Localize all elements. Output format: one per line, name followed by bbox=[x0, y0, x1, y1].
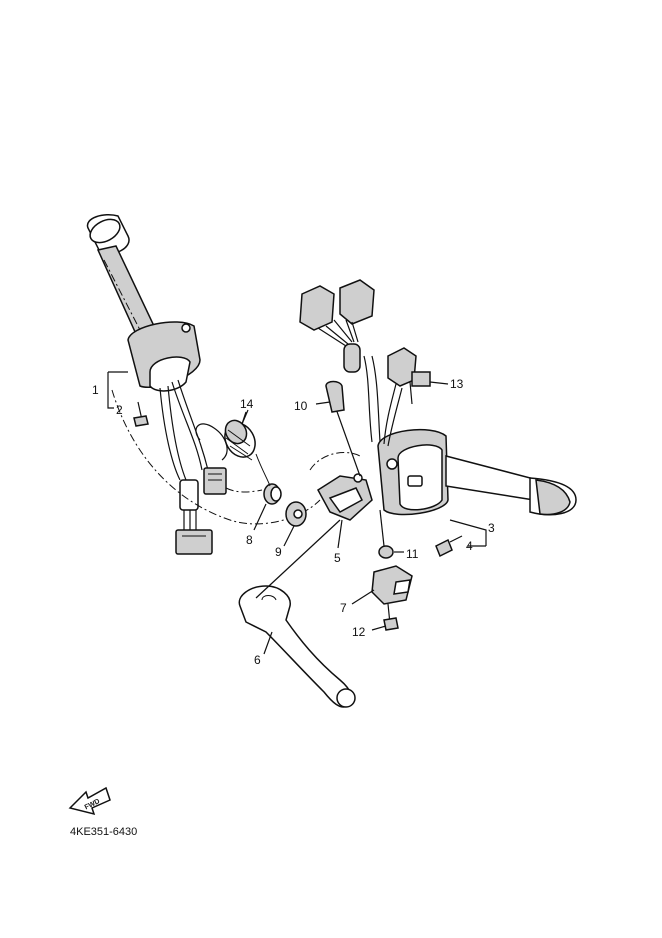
lever-bracket-5 bbox=[309, 380, 373, 521]
parts-8-9 bbox=[255, 453, 307, 527]
part-label-3: 3 bbox=[488, 521, 495, 535]
clutch-lever-6 bbox=[238, 519, 356, 708]
parts-11-4 bbox=[378, 509, 463, 559]
forward-arrow-icon: FWD bbox=[68, 786, 111, 816]
part-label-8: 8 bbox=[246, 533, 253, 547]
part-label-1: 1 bbox=[92, 383, 99, 397]
part-label-2: 2 bbox=[116, 403, 123, 417]
part-label-7: 7 bbox=[340, 601, 347, 615]
part-label-9: 9 bbox=[275, 545, 282, 559]
part-label-13: 13 bbox=[450, 377, 464, 391]
left-handlebar-assembly bbox=[86, 214, 321, 555]
part-label-10: 10 bbox=[294, 399, 308, 413]
part-label-11: 11 bbox=[406, 547, 419, 561]
leader-lines bbox=[107, 371, 487, 655]
parts-7-12 bbox=[371, 565, 413, 631]
diagram-code: 4KE351-6430 bbox=[70, 826, 138, 838]
grommet-14 bbox=[224, 411, 256, 461]
part-label-14: 14 bbox=[240, 397, 254, 411]
right-handlebar-assembly bbox=[299, 279, 577, 516]
screw-2 bbox=[133, 401, 149, 427]
part-label-6: 6 bbox=[254, 653, 261, 667]
part-label-12: 12 bbox=[352, 625, 366, 639]
part-label-5: 5 bbox=[334, 551, 341, 565]
part-label-4: 4 bbox=[466, 539, 473, 553]
